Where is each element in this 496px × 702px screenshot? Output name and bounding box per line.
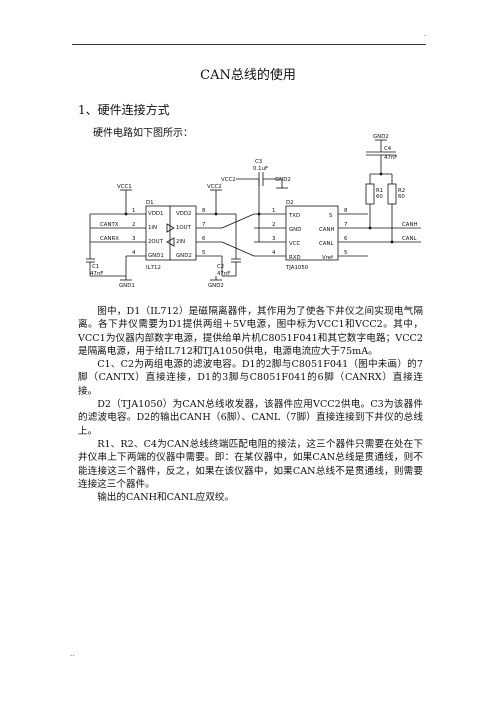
vcc2-label: VCC2 [207, 184, 222, 190]
gnd1-label: GND1 [119, 283, 135, 289]
d1-pin-number: 2 [132, 222, 135, 228]
footer-mark: .. [70, 650, 75, 658]
d1-buffer-2 [166, 237, 175, 247]
d2-pin-txd: TXD [288, 213, 300, 219]
r2-value: 60 [398, 194, 405, 200]
paragraph: D2（TJA1050）为CAN总线收发器，该器件应用VCC2供电。C3为该器件的… [78, 399, 423, 437]
c4-value: 47nF [384, 155, 397, 161]
c1-ref: C1 [92, 264, 99, 270]
r1-value: 60 [376, 194, 383, 200]
d2-pin-s: S [329, 213, 333, 219]
d2-pin-number: 2 [272, 222, 275, 228]
d1-pin-2in: 2IN [176, 239, 185, 245]
vcc1-label: VCC1 [117, 184, 132, 190]
d2-pin-canl: CANL [319, 241, 334, 247]
d1-pin-vdd1: VDD1 [148, 211, 163, 217]
d1-pin-number: 6 [202, 236, 206, 242]
cantx-label: CANTX [100, 222, 119, 228]
c3-value: 0.1uF [253, 166, 268, 172]
c3-gnd2-label: GND2 [275, 177, 291, 183]
c1-value: 47nF [90, 271, 103, 277]
c2-ref: C2 [217, 264, 224, 270]
document-title: CAN总线的使用 [200, 68, 296, 83]
d1-pin-number: 7 [202, 222, 205, 228]
circuit-schematic: VCC1 D1 IL712 VDD1 VDD2 1IN 1OUT 2OUT 2I… [86, 134, 421, 289]
c3-vcc2-label: VCC2 [221, 177, 236, 183]
paragraph: 输出的CANH和CANL应双绞。 [97, 492, 235, 504]
d1-box [145, 205, 197, 261]
c3-ref: C3 [255, 159, 262, 165]
d1-pin-number: 4 [132, 250, 136, 256]
gnd2-top-label: GND2 [373, 134, 389, 140]
d1-pin-number: 1 [132, 208, 135, 214]
d1-pin-1in: 1IN [148, 225, 157, 231]
header-rule [72, 44, 426, 45]
canl-output-label: CANL [402, 236, 417, 242]
r1-ref: R1 [376, 188, 383, 194]
d2-pin-rxd: RXD [289, 255, 301, 261]
d2-pin-number: 7 [344, 222, 347, 228]
d2-pin-number: 8 [344, 208, 348, 214]
d1-pin-number: 8 [202, 208, 206, 214]
intro-line: 硬件电路如下图所示： [93, 128, 193, 139]
section-heading: 1、硬件连接方式 [78, 103, 170, 117]
c4-ref: C4 [384, 146, 392, 152]
c2-value: 47nF [217, 271, 230, 277]
d2-pin-number: 1 [272, 208, 275, 214]
d2-ref: D2 [286, 200, 294, 206]
d1-pin-1out: 1OUT [176, 225, 192, 231]
d1-ref: D1 [146, 200, 154, 206]
d2-pin-canh: CANH [319, 227, 335, 233]
paragraph: 图中，D1（IL712）是磁隔离器件，其作用为了使各下井仪之间实现电气隔离。各下… [78, 306, 423, 357]
d1-pin-2out: 2OUT [148, 239, 164, 245]
body-text: 图中，D1（IL712）是磁隔离器件，其作用为了使各下井仪之间实现电气隔离。各下… [78, 305, 423, 504]
gnd2-bottom-label: GND2 [208, 283, 224, 289]
r2-resistor [387, 183, 397, 205]
d2-pin-number: 4 [272, 250, 276, 256]
d2-pin-number: 3 [272, 236, 275, 242]
d2-pin-vcc: VCC [289, 241, 300, 247]
d1-pin-vdd2: VDD2 [176, 211, 191, 217]
d2-part: TJA1050 [285, 265, 309, 271]
canrx-label: CANRX [100, 236, 119, 242]
d1-pin-number: 5 [202, 250, 205, 256]
header-mark: . [424, 30, 427, 38]
paragraph: R1、R2、C4为CAN总线终端匹配电阻的接法，这三个器件只需要在处在下井仪串上… [78, 438, 423, 490]
d1-pin-gnd1: GND1 [148, 253, 164, 259]
d1-pin-gnd2: GND2 [176, 253, 192, 259]
d1-buffer-1 [166, 223, 175, 233]
r2-ref: R2 [398, 188, 405, 194]
d2-pin-number: 6 [344, 236, 348, 242]
paragraph: C1、C2为两组电源的滤波电容。D1的2脚与C8051F041（图中未画）的7脚… [78, 359, 423, 397]
d1-pin-number: 3 [132, 236, 135, 242]
d2-pin-vref: Vref [322, 255, 333, 261]
r1-resistor [365, 183, 375, 205]
d2-pin-number: 5 [344, 250, 347, 256]
d1-part: IL712 [146, 265, 161, 271]
canh-output-label: CANH [402, 222, 418, 228]
d2-box [285, 205, 339, 261]
d2-pin-gnd: GND [289, 227, 301, 233]
